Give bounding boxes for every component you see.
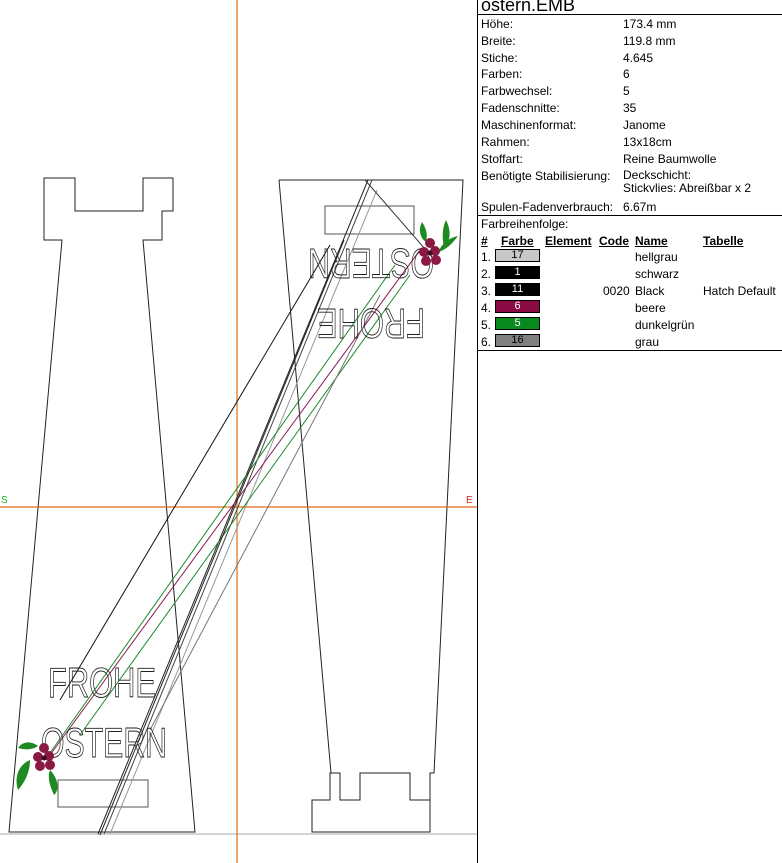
prop-key: Farbwechsel: xyxy=(481,84,553,98)
prop-key: Fadenschnitte: xyxy=(481,101,560,115)
prop-value: Janome xyxy=(623,118,666,132)
prop-value: 35 xyxy=(623,101,637,115)
color-row: 3. 11 0020 Black Hatch Default xyxy=(478,283,782,300)
prop-value-line1: Deckschicht: xyxy=(623,168,692,182)
color-swatch: 1 xyxy=(495,266,540,279)
prop-key: Maschinenformat: xyxy=(481,118,577,132)
prop-row-fabric: Stoffart: Reine Baumwolle xyxy=(478,151,782,168)
prop-value: 13x18cm xyxy=(623,135,672,149)
prop-value: 6.67m xyxy=(623,200,657,214)
col-header-name: Name xyxy=(635,234,668,248)
right-flower-icon xyxy=(419,220,458,266)
prop-key: Höhe: xyxy=(481,17,514,31)
color-swatch: 11 xyxy=(495,283,540,296)
left-text-frohe: FROHE xyxy=(48,659,156,706)
color-num: 5. xyxy=(481,318,492,332)
prop-value: 6 xyxy=(623,67,630,81)
prop-row-color-changes: Farbwechsel: 5 xyxy=(478,83,782,100)
title-divider xyxy=(478,14,782,15)
color-table-header: # Farbe Element Code Name Tabelle xyxy=(478,233,782,250)
prop-row-height: Höhe: 173.4 mm xyxy=(478,16,782,33)
color-sequence-label: Farbreihenfolge: xyxy=(481,217,569,231)
table-bottom-divider xyxy=(478,350,782,351)
color-num: 2. xyxy=(481,267,492,281)
color-row: 1. 17 hellgrau xyxy=(478,249,782,266)
prop-row-machine-format: Maschinenformat: Janome xyxy=(478,117,782,134)
color-row: 2. 1 schwarz xyxy=(478,266,782,283)
prop-value: 4.645 xyxy=(623,51,654,65)
jump-stitch-lines xyxy=(44,179,433,836)
prop-value-line2: Stickvlies: Abreißbar x 2 xyxy=(623,181,752,195)
embroidery-preview-canvas[interactable]: FROHE OSTERN OSTERN FROHE xyxy=(0,0,478,863)
prop-value: 119.8 mm xyxy=(623,34,676,48)
prop-key: Stiche: xyxy=(481,51,518,65)
prop-key: Benötigte Stabilisierung: xyxy=(481,169,611,183)
color-swatch: 17 xyxy=(495,249,540,262)
prop-value: Reine Baumwolle xyxy=(623,152,717,166)
color-swatch: 5 xyxy=(495,317,540,330)
left-cutline-outline xyxy=(8,177,196,833)
right-label-frame xyxy=(324,205,415,235)
left-flower-icon xyxy=(16,742,58,795)
prop-value: 173.4 mm xyxy=(623,17,677,31)
prop-row-stitches: Stiche: 4.645 xyxy=(478,50,782,67)
prop-key: Stoffart: xyxy=(481,152,523,166)
color-name: beere xyxy=(635,301,666,315)
prop-row-stabilizer: Benötigte Stabilisierung: Deckschicht: S… xyxy=(478,168,782,198)
right-text-frohe: FROHE xyxy=(317,300,425,347)
col-header-element: Element xyxy=(545,234,592,248)
prop-row-colors: Farben: 6 xyxy=(478,66,782,83)
col-header-num: # xyxy=(481,234,488,248)
prop-value: 5 xyxy=(623,84,630,98)
color-num: 3. xyxy=(481,284,492,298)
color-row: 4. 6 beere xyxy=(478,300,782,317)
color-num: 6. xyxy=(481,335,492,349)
stitch-start-marker: S xyxy=(1,495,8,506)
prop-key: Spulen-Fadenverbrauch: xyxy=(481,200,614,214)
color-name: dunkelgrün xyxy=(635,318,695,332)
color-row: 5. 5 dunkelgrün xyxy=(478,317,782,334)
color-num: 1. xyxy=(481,250,492,264)
color-name: grau xyxy=(635,335,660,349)
section-divider xyxy=(478,215,782,216)
prop-row-hoop: Rahmen: 13x18cm xyxy=(478,134,782,151)
prop-key: Farben: xyxy=(481,67,523,81)
prop-key: Breite: xyxy=(481,34,516,48)
color-code: 0020 xyxy=(603,284,630,298)
color-name: hellgrau xyxy=(635,250,678,264)
color-num: 4. xyxy=(481,301,492,315)
prop-row-bobbin: Spulen-Fadenverbrauch: 6.67m xyxy=(478,199,782,216)
col-header-table: Tabelle xyxy=(703,234,744,248)
left-text-ostern: OSTERN xyxy=(41,719,167,766)
color-name: Black xyxy=(635,284,665,298)
color-swatch: 6 xyxy=(495,300,540,313)
col-header-swatch: Farbe xyxy=(501,234,534,248)
color-table: Hatch Default xyxy=(703,284,776,298)
stitch-end-marker: E xyxy=(466,495,473,506)
color-name: schwarz xyxy=(635,267,680,281)
prop-row-width: Breite: 119.8 mm xyxy=(478,33,782,50)
color-sequence-label-row: Farbreihenfolge: xyxy=(478,216,782,233)
file-title: ostern.EMB xyxy=(481,0,576,15)
right-text-ostern: OSTERN xyxy=(308,240,434,287)
left-label-frame xyxy=(57,779,149,808)
col-header-code: Code xyxy=(599,234,629,248)
color-swatch: 16 xyxy=(495,334,540,347)
right-cutline-outline xyxy=(278,179,464,833)
panel-divider xyxy=(477,0,478,863)
prop-row-trims: Fadenschnitte: 35 xyxy=(478,100,782,117)
color-row: 6. 16 grau xyxy=(478,334,782,351)
prop-key: Rahmen: xyxy=(481,135,530,149)
design-info-panel: ostern.EMB Höhe: 173.4 mm Breite: 119.8 … xyxy=(478,0,782,351)
